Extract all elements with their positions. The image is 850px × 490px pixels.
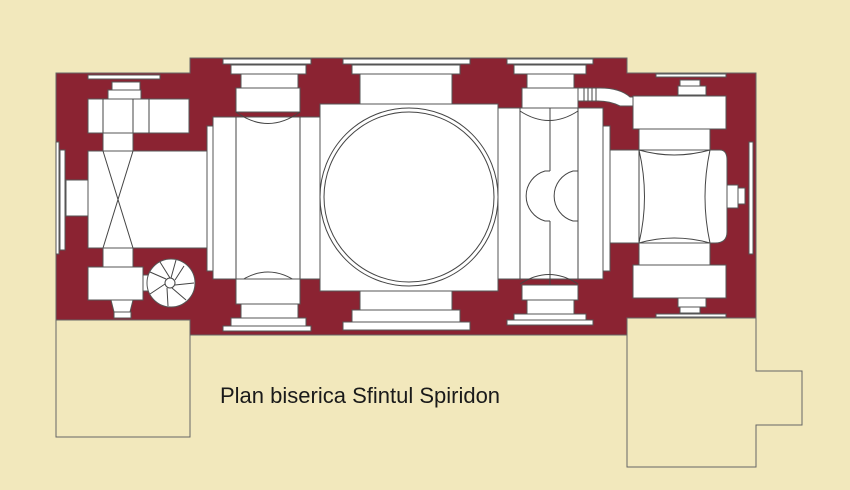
iconostasis-area [497, 58, 634, 326]
pronaos [206, 58, 321, 332]
spiral-staircase [146, 258, 196, 308]
narthex [55, 74, 208, 319]
plan-caption: Plan biserica Sfintul Spiridon [220, 383, 501, 408]
naos [319, 58, 499, 331]
apse [609, 73, 754, 318]
